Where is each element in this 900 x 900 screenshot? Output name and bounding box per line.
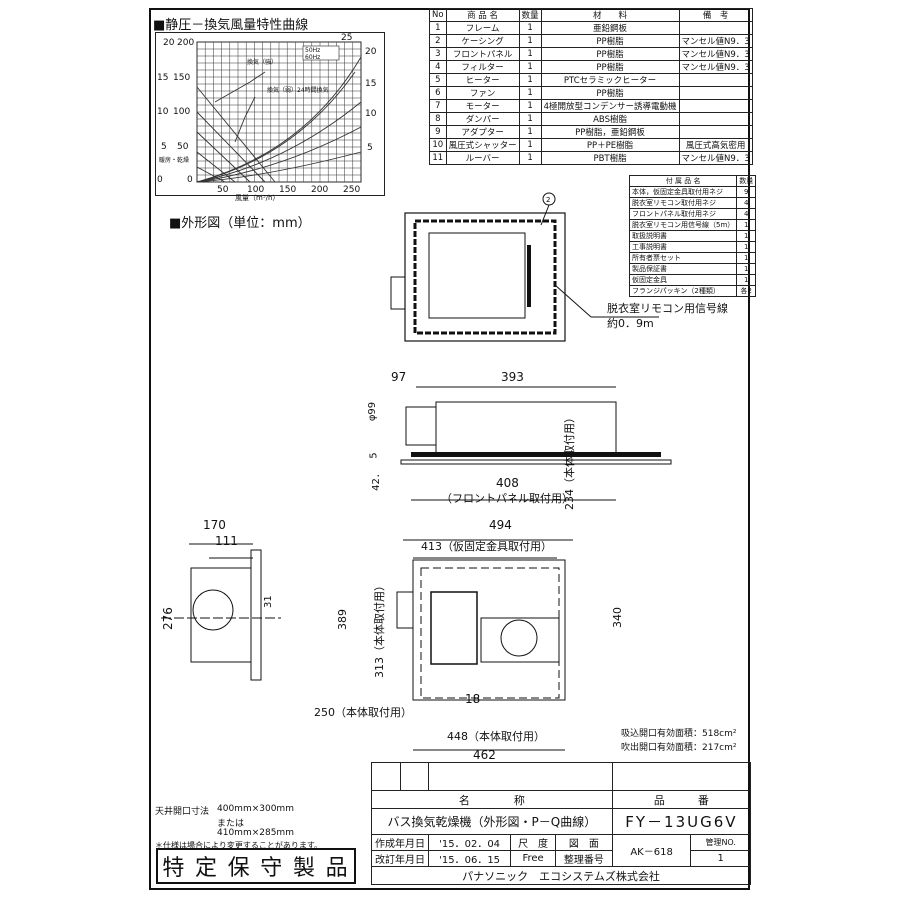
side-view-drawing [400,386,672,501]
pq-chart [155,32,385,196]
dim-111: 111 [215,534,238,548]
drawing-name: バス換気乾燥機（外形図・P－Q曲線） [371,808,613,835]
svg-text:150: 150 [279,185,296,195]
chart-title: ■静圧－換気風量特性曲線 [153,18,309,33]
svg-text:200: 200 [311,185,328,195]
dim-170: 170 [203,518,226,532]
company-name: パナソニック エコシステムズ株式会社 [371,866,751,885]
svg-text:風量（m³/h）: 風量（m³/h） [235,194,279,202]
outline-title: ■外形図（単位：mm） [169,216,311,231]
dim-250: 250（本体取付用） [314,706,412,719]
signal-wire-length: 約0．9m [607,317,654,330]
svg-text:50: 50 [217,185,229,195]
svg-text:2: 2 [546,196,550,204]
svg-text:200: 200 [177,38,194,48]
accessory-row: 脱衣室リモコン用信号線（5m）1 [628,219,757,231]
spec-note: ＊仕様は場合により変更することがあります。 [155,841,323,850]
dim-42: 42． [370,468,382,491]
ref-number: AK－618 [611,834,692,867]
ceiling-label: 天井開口寸法 [155,807,210,817]
svg-text:10: 10 [365,109,377,119]
front-view-drawing [396,539,573,751]
svg-text:0: 0 [157,175,163,185]
accessory-row: フランジパッキン（2種類）各2 [628,285,757,297]
dim-5: 5 [368,452,380,459]
dim-494: 494 [489,518,512,532]
svg-text:100: 100 [173,107,190,117]
legend-60hz: 60Hz [305,54,320,61]
dim-448: 448（本体取付用） [447,730,545,743]
dim-462: 462 [473,748,496,762]
dim-389: 389 [336,609,349,630]
svg-text:5: 5 [367,143,373,153]
top-view-drawing: 2 [390,192,659,342]
ceiling-size-1: 400mm×300mm [217,804,294,814]
svg-text:15: 15 [365,79,376,89]
svg-text:換気（強）: 換気（強） [247,58,277,66]
parts-header: No 商 品 名 数量 材 料 備 考 [429,8,753,22]
dim-408: 408 [496,476,519,490]
ceiling-size-2: 410mm×285mm [217,828,294,838]
dim-340: 340 [611,607,624,628]
svg-text:20: 20 [163,38,175,48]
svg-text:250: 250 [343,185,360,195]
title-block: 名 称品 番 バス換気乾燥機（外形図・P－Q曲線）FY－13UG6V 作成年月日… [371,762,752,885]
svg-text:25: 25 [341,33,352,43]
specified-maintenance-stamp: 特定保 守製品 [156,848,356,884]
model-number: FY－13UG6V [611,808,752,835]
svg-text:20: 20 [365,47,377,57]
left-view-drawing [161,543,281,681]
svg-text:100: 100 [247,185,264,195]
svg-text:暖房・乾燥: 暖房・乾燥 [159,156,189,164]
signal-wire-label: 脱衣室リモコン用信号線 [607,302,728,315]
dim-234: 234（本体取付用） [563,412,576,510]
svg-text:50: 50 [177,142,189,152]
dim-313: 313（本体取付用） [373,580,386,678]
svg-text:換気（弱）24時間換気: 換気（弱）24時間換気 [267,86,329,94]
dim-31: 31 [263,595,274,608]
dim-393: 393 [501,370,524,384]
legend-50hz: 50Hz [305,47,320,54]
ceiling-or: または [217,819,245,829]
svg-text:150: 150 [173,73,190,83]
dim-18: 18 [465,692,481,706]
svg-text:0: 0 [187,175,193,185]
svg-text:10: 10 [157,107,169,117]
dim-phi99: φ99 [367,401,379,422]
svg-text:5: 5 [161,142,167,152]
svg-text:15: 15 [157,73,168,83]
dim-276: 276 [161,607,175,630]
exhaust-area: 吹出開口有効面積：217cm² [621,743,737,753]
dim-97: 97 [391,370,407,384]
dim-413: 413（仮固定金具取付用） [421,540,552,553]
dim-408-note: （フロントパネル取付用） [441,492,573,505]
intake-area: 吸込開口有効面積：518cm² [621,729,737,739]
